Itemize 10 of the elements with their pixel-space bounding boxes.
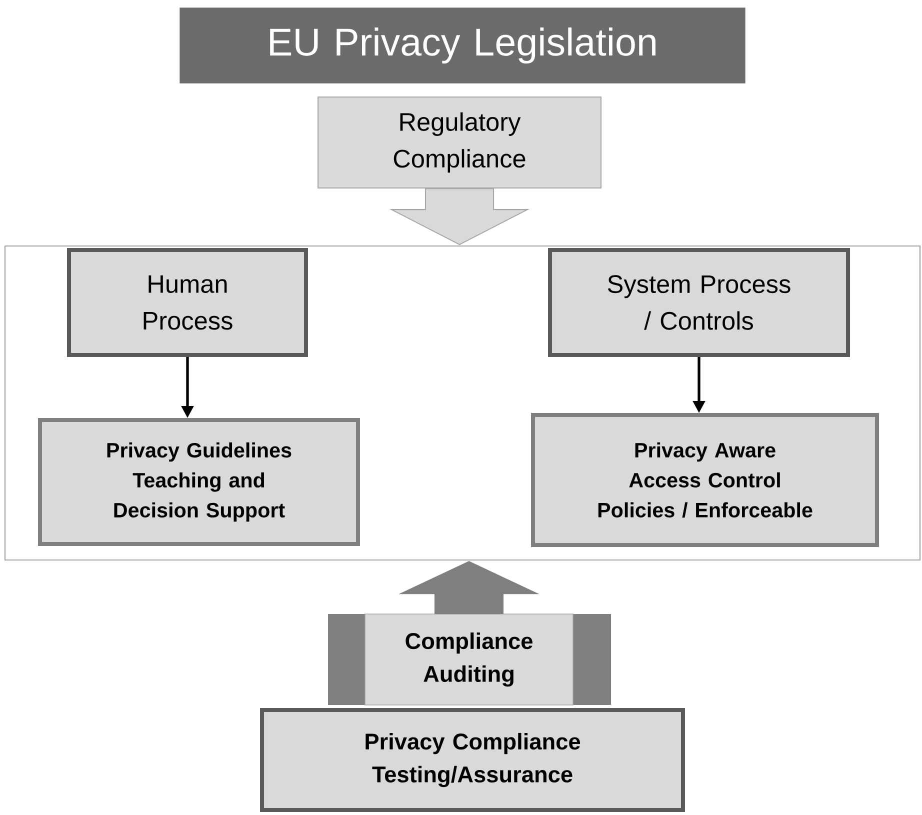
process-box: Regulatory Compliance [317, 96, 602, 189]
process-box: Compliance Auditing [328, 614, 611, 706]
title-bar: EU Privacy Legislation [180, 8, 746, 84]
block-arrow [398, 561, 540, 614]
block-arrow [389, 188, 530, 246]
process-box: System Process / Controls [548, 248, 850, 357]
process-box: Privacy Guidelines Teaching and Decision Support [38, 418, 360, 546]
process-box: Privacy Aware Access Control Policies / Enforceable [531, 413, 879, 547]
process-box: Human Process [67, 248, 308, 357]
process-box: Privacy Compliance Testing/Assurance [260, 708, 685, 812]
